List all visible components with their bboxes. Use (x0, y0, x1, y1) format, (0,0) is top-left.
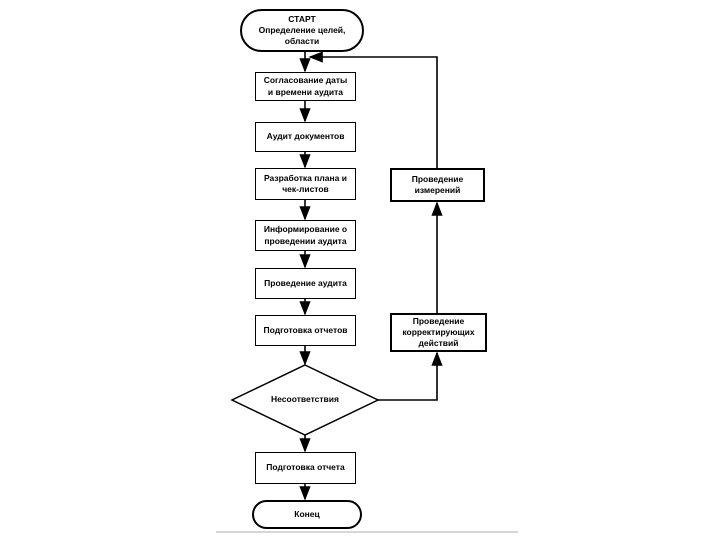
process-prepare-report: Подготовка отчета (255, 452, 356, 484)
end-terminator: Конец (252, 500, 362, 529)
start-terminator: СТАРТ Определение целей, области (240, 9, 364, 52)
process-conduct-measurements: Проведение измерений (390, 168, 485, 202)
process-inform-about-audit: Информирование о проведении аудита (255, 220, 356, 251)
process-corrective-actions: Проведение корректирующих действий (390, 313, 487, 352)
process-audit-documents: Аудит документов (255, 122, 356, 152)
decision-nonconformities-label: Несоответствия (271, 394, 339, 405)
process-agree-date-time: Согласование даты и времени аудита (255, 72, 356, 101)
edge-measure-step1-feedback (308, 51, 438, 168)
process-develop-plan-checklists: Разработка плана и чек-листов (255, 168, 356, 200)
edge-decision-corrective (378, 351, 443, 401)
decision-diamond-shape (230, 364, 380, 436)
process-prepare-reports: Подготовка отчетов (255, 315, 356, 346)
process-conduct-audit: Проведение аудита (255, 268, 356, 299)
